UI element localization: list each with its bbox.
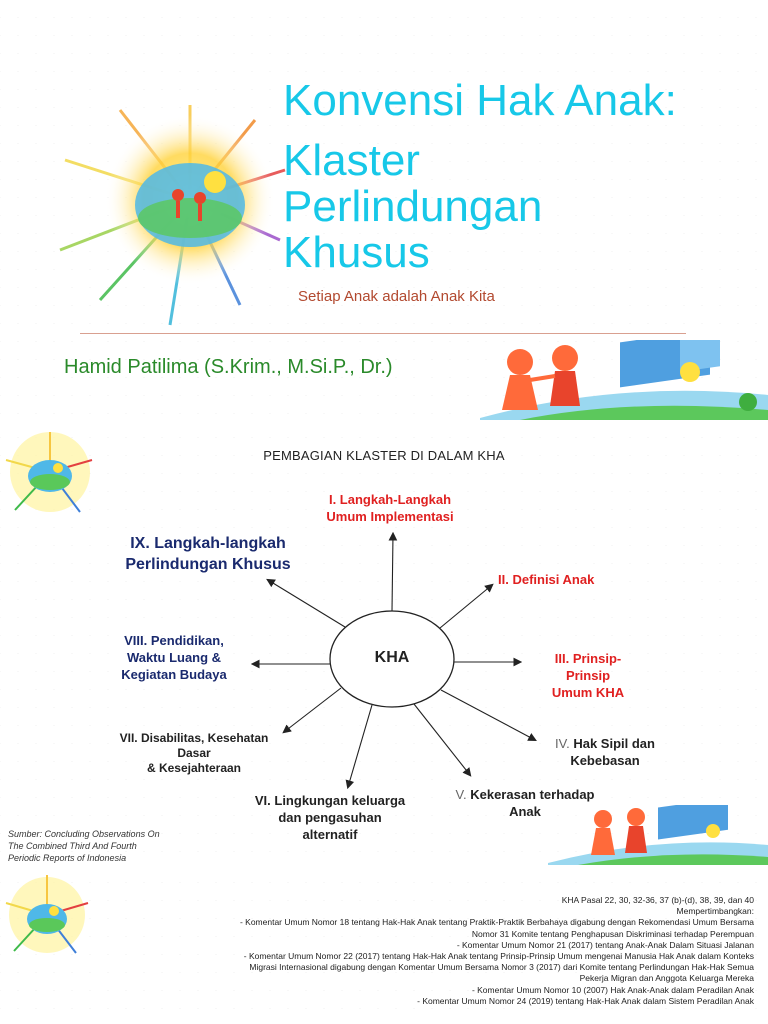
cluster-5-line-1: Kekerasan terhadap — [470, 787, 595, 802]
sun-logo-icon — [59, 105, 286, 326]
subtitle: Setiap Anak adalah Anak Kita — [298, 288, 495, 305]
cluster-3-line-2: Prinsip — [565, 668, 611, 683]
cluster-6: VI. Lingkungan keluarga dan pengasuhan a… — [230, 792, 430, 843]
children-illustration-small-icon — [548, 805, 768, 865]
cluster-5-prefix: V. — [455, 787, 467, 802]
reference-line: Nomor 31 Komite tentang Penghapusan Disk… — [471, 928, 754, 939]
cluster-4-prefix: IV. — [555, 736, 570, 751]
cluster-2: II. Definisi Anak — [498, 572, 595, 587]
cluster-7-line-2: Dasar — [177, 746, 211, 760]
cluster-6-line-3: alternatif — [302, 827, 358, 842]
small-sun-logo-icon — [5, 432, 93, 513]
cluster-8-line-1: VIII. Pendidikan, — [124, 633, 224, 648]
reference-line: KHA Pasal 22, 30, 32-36, 37 (b)-(d), 38,… — [561, 895, 754, 905]
cluster-5-line-2: Anak — [509, 804, 541, 819]
cluster-3: III. Prinsip- Prinsip Umum KHA — [528, 650, 648, 701]
children-illustration-icon — [480, 340, 768, 420]
divider — [80, 333, 686, 334]
cluster-6-line-1: VI. Lingkungan keluarga — [254, 793, 406, 808]
author-name: Hamid Patilima (S.Krim., M.Si.P., Dr.) — [64, 356, 393, 378]
cluster-1-line-1: I. Langkah-Langkah — [328, 492, 452, 507]
cluster-9-line-2: Perlindungan Khusus — [125, 556, 291, 573]
cluster-4: IV. Hak Sipil dan Kebebasan — [540, 735, 670, 769]
cluster-7: VII. Disabilitas, Kesehatan Dasar & Kese… — [104, 731, 284, 776]
title-line-3: Perlindungan — [283, 182, 543, 231]
reference-line: - Komentar Umum Nomor 24 (2019) tentang … — [417, 995, 754, 1006]
cluster-8-line-2: Waktu Luang & — [126, 650, 222, 665]
reference-line: Pekerja Migran dan Anggota Keluarga Mere… — [579, 973, 754, 984]
source-line-1: Sumber: Concluding Observations On — [8, 829, 160, 839]
cluster-1: I. Langkah-Langkah Umum Implementasi — [300, 491, 480, 525]
center-kha: KHA — [374, 649, 410, 666]
cluster-9-line-1: IX. Langkah-langkah — [130, 535, 286, 552]
cluster-7-line-1: VII. Disabilitas, Kesehatan — [119, 731, 269, 745]
source-caption: Sumber: Concluding Observations On The C… — [8, 828, 160, 864]
reference-line: - Komentar Umum Nomor 21 (2017) tentang … — [456, 939, 754, 950]
reference-line: - Komentar Umum Nomor 18 tentang Hak-Hak… — [239, 917, 754, 928]
cluster-4-line-1: Hak Sipil dan — [573, 736, 655, 751]
reference-line: - Komentar Umum Nomor 22 (2017) tentang … — [243, 951, 754, 962]
cluster-8-line-3: Kegiatan Budaya — [121, 667, 227, 682]
source-line-3: Periodic Reports of Indonesia — [8, 853, 127, 863]
small-sun-logo-2-icon — [5, 875, 89, 954]
title-line-2: Klaster — [283, 136, 420, 185]
diagram-heading: PEMBAGIAN KLASTER DI DALAM KHA — [263, 448, 505, 463]
reference-line: Mempertimbangkan: — [676, 906, 754, 917]
cluster-6-line-2: dan pengasuhan — [278, 810, 382, 825]
reference-line: Migrasi Internasional digabung dengan Ko… — [249, 962, 754, 973]
cluster-7-line-3: & Kesejahteraan — [146, 761, 242, 775]
cluster-5: V. Kekerasan terhadap Anak — [440, 786, 610, 820]
references-slide: KHA Pasal 22, 30, 32-36, 37 (b)-(d), 38,… — [0, 865, 768, 1024]
cluster-9: IX. Langkah-langkah Perlindungan Khusus — [98, 533, 318, 575]
title-line-1: Konvensi Hak Anak: — [283, 76, 677, 125]
cluster-3-line-3: Umum KHA — [551, 685, 625, 700]
cluster-diagram-slide: PEMBAGIAN KLASTER DI DALAM KHA KHA I. La… — [0, 420, 768, 865]
source-line-2: The Combined Third And Fourth — [8, 841, 137, 851]
reference-line: - Komentar Umum Nomor 10 (2007) Hak Anak… — [471, 984, 754, 995]
cluster-4-line-2: Kebebasan — [570, 753, 640, 768]
title-line-4: Khusus — [283, 228, 430, 277]
title-slide: Konvensi Hak Anak: Klaster Perlindungan … — [0, 0, 768, 420]
references-list: KHA Pasal 22, 30, 32-36, 37 (b)-(d), 38,… — [114, 895, 754, 1007]
cluster-3-line-1: III. Prinsip- — [554, 651, 622, 666]
cluster-1-line-2: Umum Implementasi — [326, 509, 454, 524]
title-block: Konvensi Hak Anak: Klaster Perlindungan … — [283, 78, 763, 276]
cluster-8: VIII. Pendidikan, Waktu Luang & Kegiatan… — [104, 632, 244, 683]
diagram-arrows — [250, 531, 537, 790]
